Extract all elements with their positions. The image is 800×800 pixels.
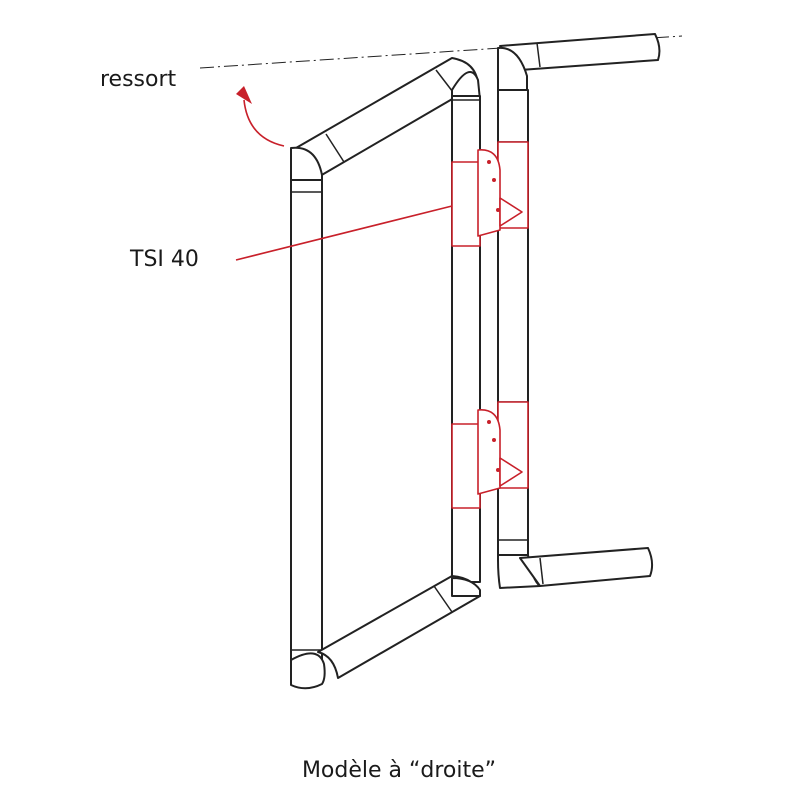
hinge-upper — [451, 141, 529, 247]
hinge-leader-line — [235, 205, 453, 261]
hinge-lower — [451, 401, 529, 509]
door-frame — [290, 57, 481, 690]
hinge-model-label: TSI 40 — [129, 247, 199, 272]
spring-label: ressort — [100, 67, 177, 92]
fixed-frame — [497, 33, 661, 589]
arrow-head-icon — [236, 86, 252, 104]
spring-direction-arrow — [243, 99, 285, 147]
caption: Modèle à “droite” — [302, 758, 496, 783]
